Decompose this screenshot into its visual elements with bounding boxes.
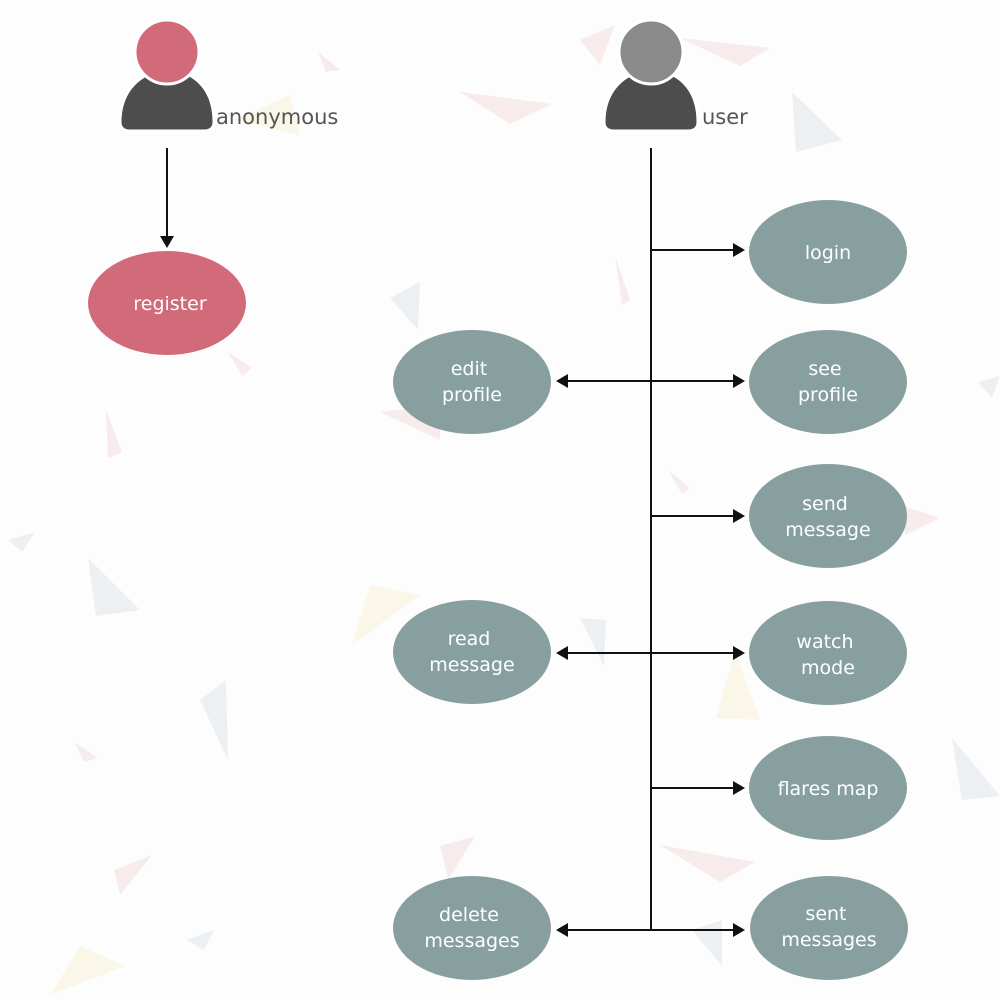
svg-text:send message: send message [785,493,870,541]
user-person-icon [602,18,700,133]
actor-anonymous: anonymous [118,18,338,133]
use-case-label: messages [781,929,876,951]
use-case-label: watch [796,631,853,653]
connectors [160,148,745,937]
use-case-label: see [808,358,841,380]
use-case-label: register [133,293,206,315]
svg-text:watch mode: watch mode [796,631,859,679]
use-case-label: profile [442,384,502,406]
use-case-label: flares map [778,778,879,800]
use-case-send-message[interactable]: send message [749,464,907,568]
use-case-delete-messages[interactable]: delete messages [393,876,551,980]
arrowhead-flares-map [733,781,745,795]
use-case-label: edit [451,358,487,380]
use-case-label: message [785,519,870,541]
use-case-label: profile [798,384,858,406]
svg-text:login: login [805,242,851,264]
actor-user: user [602,18,748,133]
use-case-label: sent [805,903,846,925]
use-case-sent-messages[interactable]: sent messages [750,876,908,980]
svg-text:see profile: see profile [798,358,858,406]
use-case-flares-map[interactable]: flares map [749,736,907,840]
use-case-label: messages [424,930,519,952]
actor-label-anonymous: anonymous [216,105,338,129]
use-case-edit-profile[interactable]: edit profile [393,330,551,434]
arrowhead-see-profile [733,374,745,388]
use-case-label: message [429,654,514,676]
svg-text:read message: read message [429,628,514,676]
svg-text:sent messages: sent messages [781,903,876,951]
svg-text:edit profile: edit profile [442,358,502,406]
arrowhead-edit-profile [556,374,568,388]
arrowhead-watch-mode [733,646,745,660]
use-case-see-profile[interactable]: see profile [749,330,907,434]
svg-text:delete messages: delete messages [424,904,519,952]
use-case-login[interactable]: login [749,200,907,304]
anonymous-person-icon [118,18,216,133]
use-case-label: read [448,628,491,650]
arrowhead-send-message [733,509,745,523]
use-case-register[interactable]: register [88,251,246,355]
arrowhead-delete-messages [556,923,568,937]
use-case-label: mode [801,657,855,679]
use-case-label: delete [439,904,499,926]
use-case-watch-mode[interactable]: watch mode [749,601,907,705]
arrowhead-register [160,236,174,248]
arrowhead-read-message [556,646,568,660]
svg-text:register: register [133,293,206,315]
svg-text:flares map: flares map [778,778,879,800]
use-case-read-message[interactable]: read message [393,600,551,704]
use-case-label: login [805,242,851,264]
actor-label-user: user [702,105,748,129]
arrowhead-login [733,243,745,257]
arrowhead-sent-messages [733,923,745,937]
use-case-label: send [802,493,848,515]
